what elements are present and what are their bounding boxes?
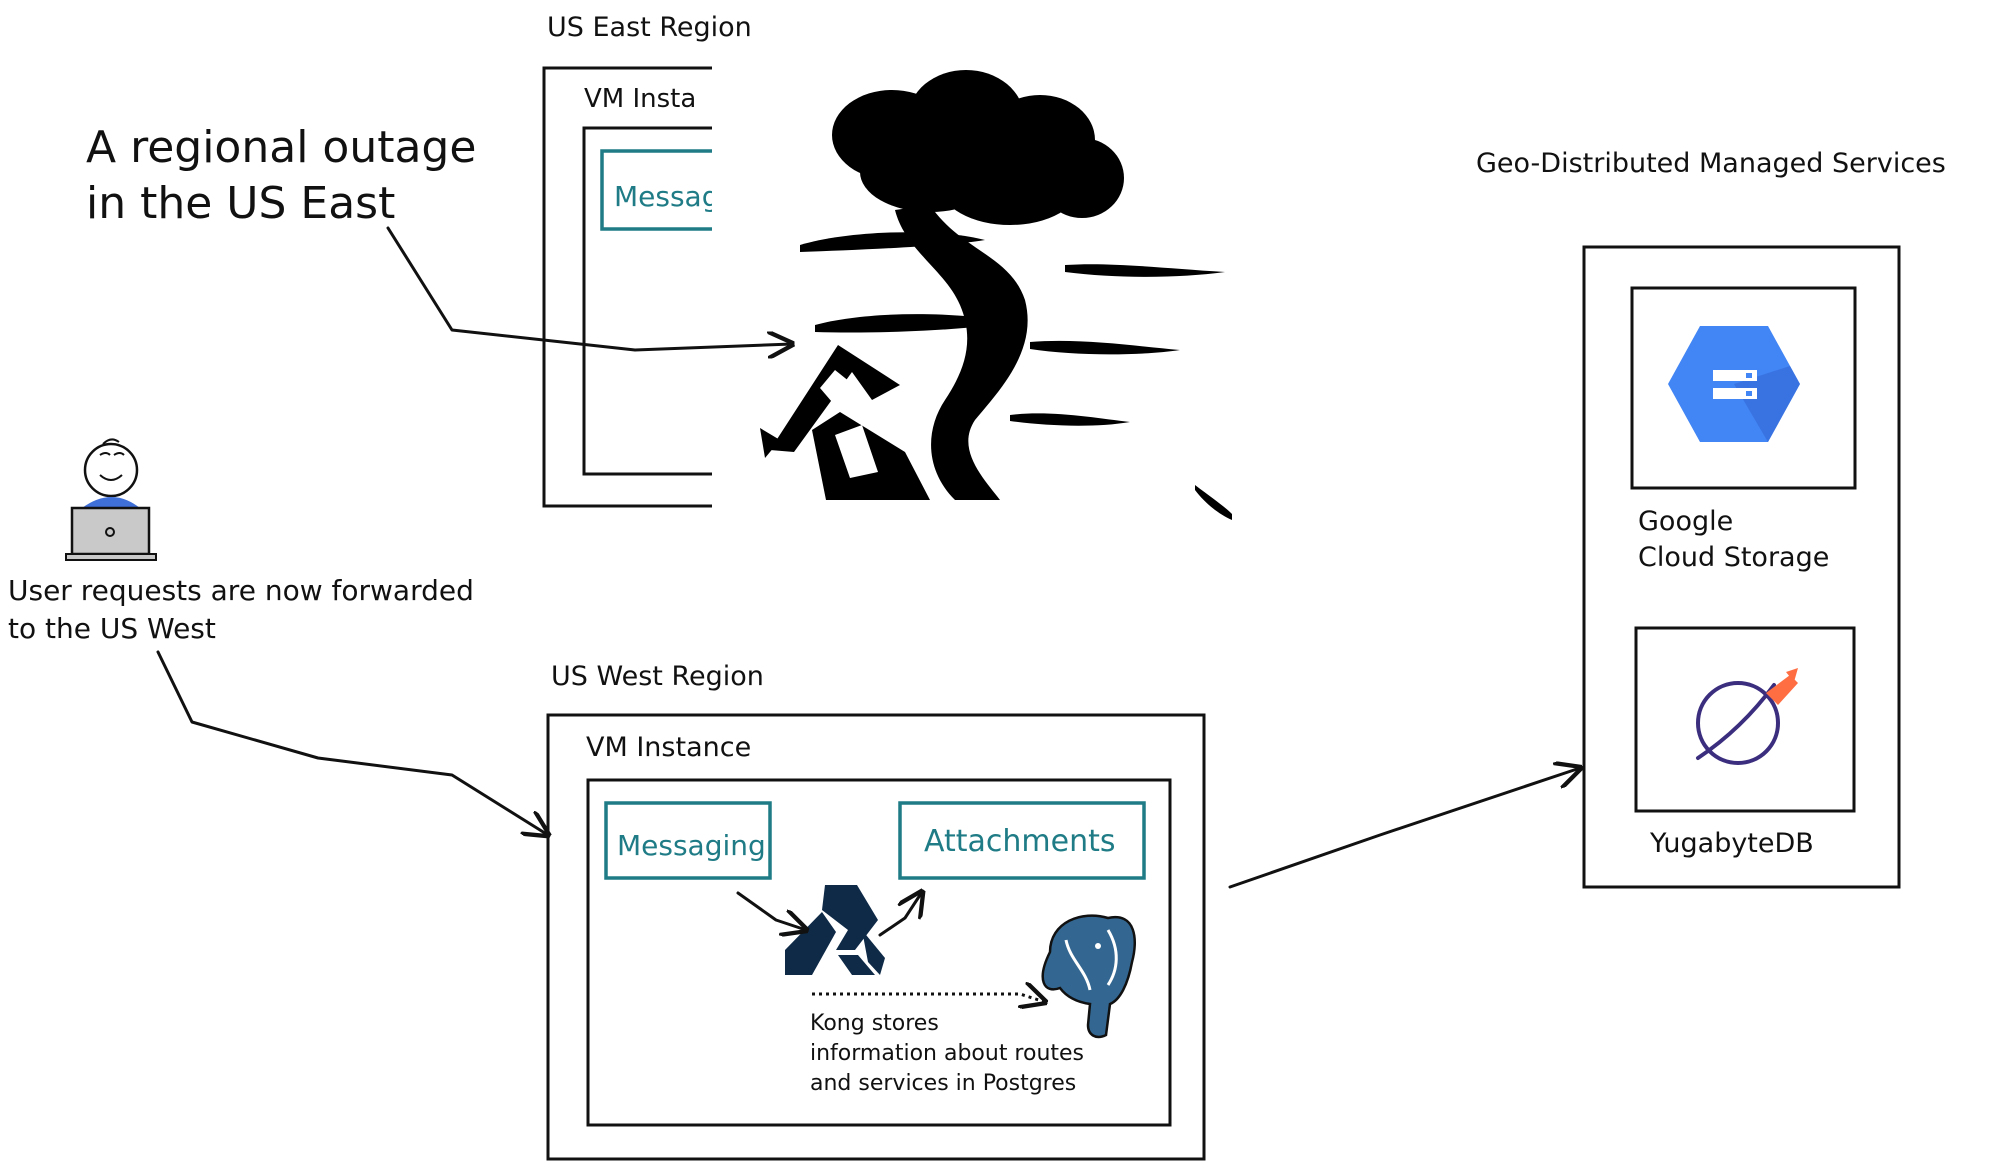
managed-services-box <box>1582 245 1901 889</box>
kong-to-attachments-arrow <box>878 892 922 937</box>
user-note-line1: User requests are now forwarded <box>8 574 474 607</box>
us-east-vm-box <box>582 126 712 476</box>
yugabyte-card <box>1634 626 1856 813</box>
kong-note-line1: Kong stores <box>810 1011 939 1036</box>
messaging-service-label: Messaging <box>617 829 766 862</box>
outage-arrow <box>386 226 792 350</box>
outage-note-line2: in the US East <box>86 178 395 229</box>
us-east-region-box <box>542 66 712 508</box>
us-east-region-label: US East Region <box>547 12 752 43</box>
user-with-laptop-icon <box>65 438 157 561</box>
user-request-arrow <box>156 650 548 835</box>
kong-note-line2: information about routes <box>810 1041 1084 1066</box>
managed-services-label: Geo-Distributed Managed Services <box>1476 148 1946 179</box>
us-west-vm-label: VM Instance <box>586 732 751 763</box>
user-note-line2: to the US West <box>8 612 216 645</box>
gcs-label-line1: Google <box>1638 506 1733 537</box>
attachments-service-label: Attachments <box>924 824 1116 859</box>
attachments-service-box <box>898 801 1146 880</box>
us-east-region: US East Region VM Insta Messag <box>542 12 752 508</box>
postgres-elephant-icon <box>1041 914 1136 1039</box>
messaging-to-kong-arrow <box>736 891 806 930</box>
gcs-card <box>1630 286 1857 490</box>
us-west-vm-box <box>586 778 1172 1127</box>
kong-note-line3: and services in Postgres <box>810 1071 1076 1096</box>
yugabytedb-icon <box>1696 668 1798 765</box>
managed-services: Geo-Distributed Managed Services Google … <box>1476 148 1946 889</box>
us-west-region: US West Region VM Instance Messaging Att… <box>546 661 1206 1161</box>
gcs-label-line2: Cloud Storage <box>1638 542 1829 573</box>
west-to-managed-services-arrow <box>1228 768 1580 889</box>
kong-to-postgres-dotted-arrow <box>812 994 1045 1002</box>
messaging-service-box <box>604 801 772 880</box>
us-east-messaging-box <box>600 149 712 231</box>
tornado-icon <box>760 70 1232 520</box>
us-east-messaging-label: Messag <box>614 180 720 213</box>
us-west-region-box <box>546 713 1206 1161</box>
kong-gorilla-icon <box>785 885 885 975</box>
us-west-region-label: US West Region <box>551 661 764 692</box>
yugabyte-label: YugabyteDB <box>1649 828 1814 859</box>
google-cloud-storage-icon <box>1668 326 1800 442</box>
us-east-vm-label: VM Insta <box>584 84 696 114</box>
outage-note-line1: A regional outage <box>86 122 476 173</box>
